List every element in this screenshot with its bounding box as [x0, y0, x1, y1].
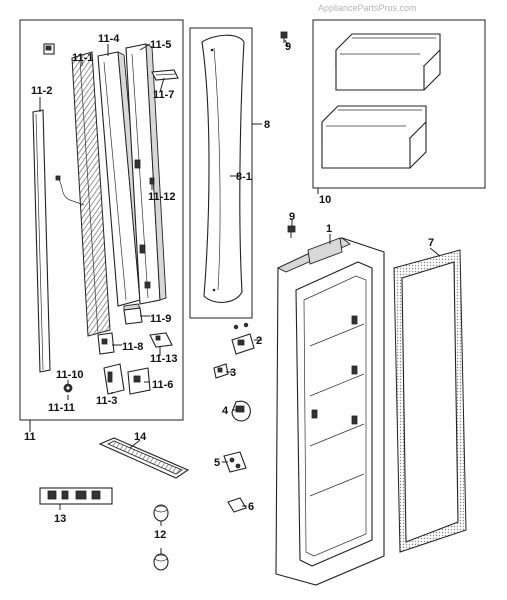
part-14-bar	[98, 437, 190, 479]
label-1: 1	[326, 223, 332, 235]
part-4-hinge-bushing	[231, 400, 251, 422]
part-10-door-bin-top	[335, 33, 441, 91]
part-8-1-handle	[201, 34, 245, 303]
part-2-hinge-cover	[231, 322, 255, 355]
part-11-2-strip	[32, 109, 51, 373]
part-11-12-clip	[149, 177, 155, 185]
part-11-8-hinge	[97, 332, 115, 355]
part-11-13-bracket	[149, 332, 173, 348]
label-11: 11	[24, 431, 36, 443]
part-9-screw-mid	[287, 225, 296, 238]
watermark: AppliancePartsPros.com	[318, 3, 417, 13]
part-11-1-vent-grille	[71, 51, 111, 337]
label-11-1: 11-1	[72, 52, 93, 64]
label-11-7: 11-7	[153, 89, 174, 101]
label-11-2: 11-2	[31, 85, 52, 97]
label-12: 12	[154, 529, 166, 541]
label-8: 8	[264, 119, 270, 131]
part-10-box	[312, 19, 486, 189]
label-9-top: 9	[285, 41, 291, 53]
clip-part-top	[43, 43, 55, 55]
part-11-9-block	[123, 303, 143, 325]
label-13: 13	[54, 513, 66, 525]
label-11-5: 11-5	[150, 39, 171, 51]
label-9-mid: 9	[289, 211, 295, 223]
part-7-door-gasket	[393, 249, 467, 553]
label-5: 5	[214, 457, 220, 469]
part-13-control-board	[39, 487, 113, 505]
part-11-10-screw	[63, 383, 73, 393]
label-10: 10	[319, 194, 331, 206]
label-2: 2	[256, 335, 262, 347]
part-11-6-hinge-bracket	[127, 367, 151, 395]
label-4: 4	[222, 405, 229, 417]
part-9-screw-top	[280, 31, 288, 43]
label-11-13: 11-13	[150, 353, 178, 365]
label-3: 3	[230, 367, 236, 379]
part-6-cap	[227, 497, 247, 513]
wire-harness	[57, 177, 85, 206]
part-labels: 11-2 11-1 11-4 11-5 11-7 11-12 11-9 11-8…	[24, 33, 434, 541]
part-12-cap-top	[153, 504, 169, 522]
label-11-12: 11-12	[148, 191, 176, 203]
part-5-hinge-plate	[223, 451, 247, 473]
part-3-clip	[213, 363, 229, 379]
part-10-door-bin-bottom	[321, 105, 427, 169]
label-11-4: 11-4	[98, 33, 120, 45]
part-11-5-cover	[125, 43, 167, 305]
label-11-10: 11-10	[56, 369, 84, 381]
part-1-door-assembly	[275, 237, 385, 586]
label-11-8: 11-8	[122, 341, 143, 353]
label-14: 14	[134, 431, 147, 443]
leader-lines	[29, 39, 441, 554]
label-11-11: 11-11	[48, 402, 75, 414]
label-6: 6	[248, 501, 254, 513]
label-7: 7	[428, 237, 434, 249]
label-11-6: 11-6	[152, 379, 173, 391]
part-12-cap-bottom	[153, 553, 169, 571]
part-11-3-hinge-bracket	[103, 363, 125, 395]
label-8-1: 8-1	[236, 171, 252, 183]
assembly-11-box	[19, 19, 184, 421]
label-11-9: 11-9	[150, 313, 171, 325]
label-11-3: 11-3	[96, 395, 117, 407]
part-8-box	[189, 27, 253, 319]
part-11-7-bracket	[151, 69, 179, 81]
